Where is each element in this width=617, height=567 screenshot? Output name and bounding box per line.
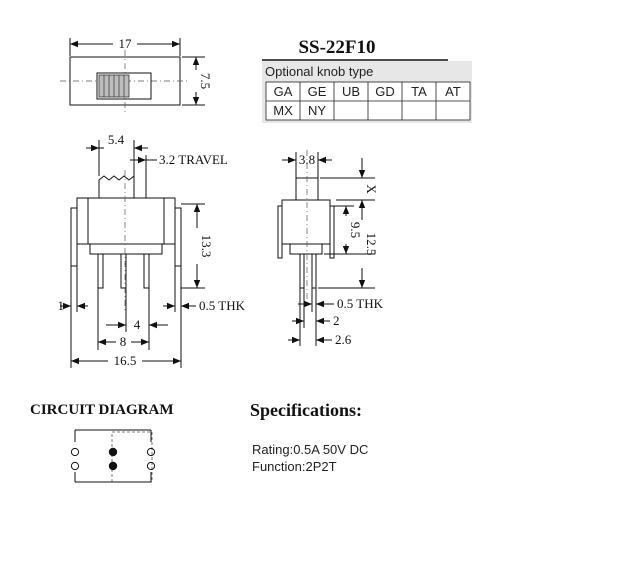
dim-travel: 3.2 TRAVEL xyxy=(159,152,228,167)
terminal-open xyxy=(70,447,80,457)
dim-body: 9.5 xyxy=(348,222,363,238)
specs-title: Specifications: xyxy=(250,400,362,420)
knob-option: TA xyxy=(411,84,427,99)
knob-table: GA GE UB GD TA AT MX NY xyxy=(265,81,471,121)
dim-actuator: 5.4 xyxy=(108,132,125,147)
model-title: SS-22F10 xyxy=(298,37,375,58)
knob-type-label: Optional knob type xyxy=(265,64,373,79)
terminal-common xyxy=(108,461,118,471)
side-view-pin xyxy=(299,253,305,289)
side-view: 3.8 X 9.5 12.5 0.5 THK 2 2 xyxy=(277,150,384,347)
front-view: 5.4 3.2 TRAVEL 13.3 1 0.5 THK 4 xyxy=(58,132,246,368)
knob-option: GE xyxy=(308,84,327,99)
dim-total: 12.5 xyxy=(364,233,379,256)
front-view-pin xyxy=(143,253,150,289)
dim-side-thk: 0.5 THK xyxy=(337,296,384,311)
top-view: 17 7.5 xyxy=(60,36,213,112)
circuit-title: CIRCUIT DIAGRAM xyxy=(30,402,173,418)
circuit-diagram xyxy=(70,429,156,483)
dim-height: 13.3 xyxy=(199,235,214,258)
dim-front-thk: 0.5 THK xyxy=(199,298,246,313)
front-view-pin xyxy=(97,253,104,289)
dim-pitch: 4 xyxy=(134,317,141,332)
spec-function: Function:2P2T xyxy=(252,459,337,474)
knob-option: GA xyxy=(274,84,293,99)
dim-offset: 1 xyxy=(58,298,65,313)
top-view-slider-slot xyxy=(96,72,152,100)
front-view-base xyxy=(89,243,163,255)
dim-x: X xyxy=(364,184,379,194)
spec-rating: Rating:0.5A 50V DC xyxy=(252,442,368,457)
front-view-knob xyxy=(98,174,135,199)
dim-overall: 16.5 xyxy=(114,353,137,368)
knob-option: UB xyxy=(342,84,360,99)
side-view-pin xyxy=(311,253,317,289)
circuit-slider-outline xyxy=(111,431,153,483)
terminal-open xyxy=(146,447,156,457)
knob-option: AT xyxy=(445,84,461,99)
knob-option: MX xyxy=(273,103,293,118)
terminal-open xyxy=(146,461,156,471)
knob-option: GD xyxy=(375,84,395,99)
dim-span: 8 xyxy=(120,334,127,349)
dim-pin-a: 2 xyxy=(333,313,340,328)
side-view-base xyxy=(289,243,323,255)
dim-knob-width: 3.8 xyxy=(299,152,315,167)
dim-pin-b: 2.6 xyxy=(335,332,352,347)
dim-top-height: 7.5 xyxy=(198,73,213,89)
front-view-housing xyxy=(76,197,176,245)
terminal-open xyxy=(70,461,80,471)
dim-top-width: 17 xyxy=(119,36,133,51)
side-view-housing xyxy=(281,199,331,245)
terminal-common xyxy=(108,447,118,457)
front-view-pin xyxy=(120,253,127,289)
knob-option: NY xyxy=(308,103,326,118)
